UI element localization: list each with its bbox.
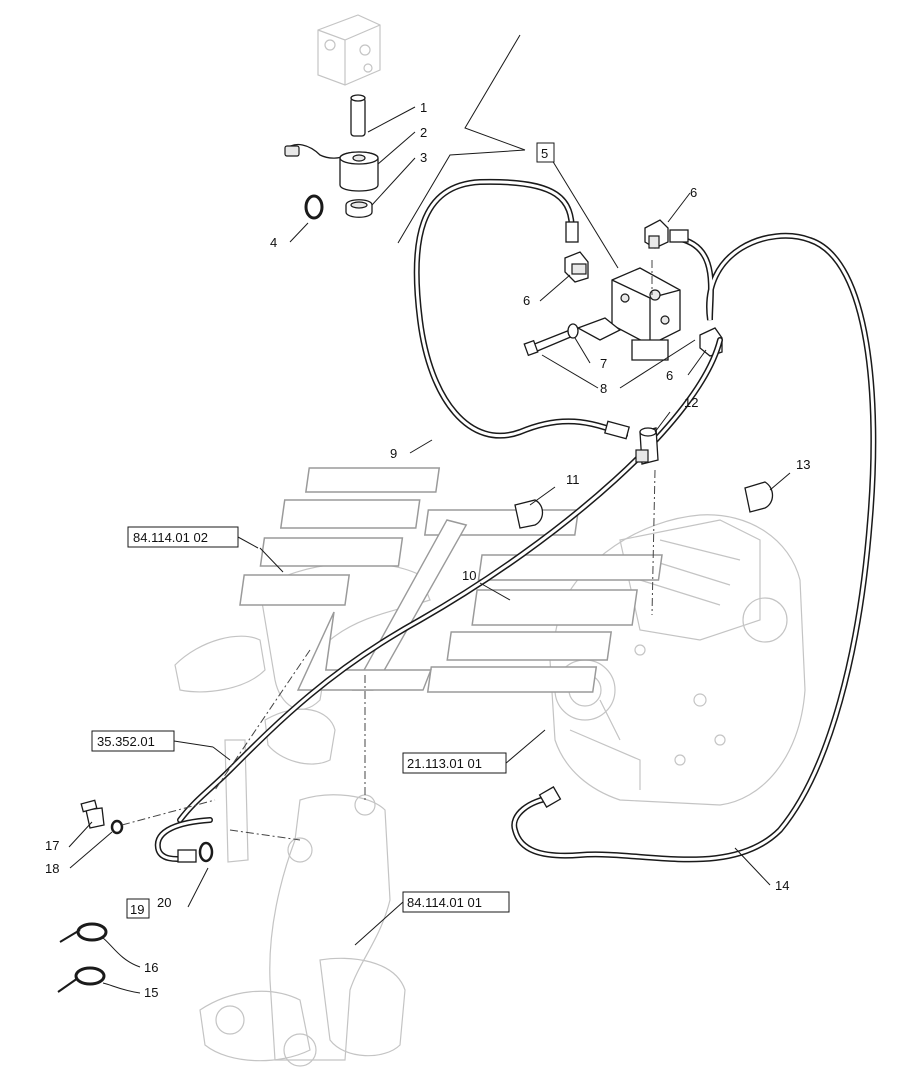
callout-20: 20 — [157, 895, 171, 910]
o-ring-part-4 — [304, 194, 324, 220]
pin-part-1 — [350, 94, 366, 137]
elbow-fitting-part-6a — [644, 219, 669, 249]
callout-13: 13 — [796, 457, 810, 472]
watermark-logo — [239, 467, 663, 693]
bolt-part-8 — [523, 329, 574, 357]
callout-2: 2 — [420, 125, 427, 140]
callout-6-right: 6 — [666, 368, 673, 383]
callout-1: 1 — [420, 100, 427, 115]
callout-16: 16 — [144, 960, 158, 975]
solenoid-coil-part-2 — [284, 143, 379, 192]
callout-10: 10 — [462, 568, 476, 583]
hose-part-9 — [413, 178, 630, 440]
reference-21-113-01-01: 21.113.01 01 — [407, 756, 482, 771]
callout-4: 4 — [270, 235, 277, 250]
callout-18: 18 — [45, 861, 59, 876]
washer-part-18 — [110, 819, 124, 835]
callout-5-box — [536, 142, 555, 163]
callout-6-left: 6 — [523, 293, 530, 308]
cable-tie-part-16 — [59, 922, 108, 943]
callout-17: 17 — [45, 838, 59, 853]
clamp-part-13 — [744, 481, 774, 513]
top-leader-lines — [397, 34, 526, 244]
tee-fitting-part-12 — [635, 427, 659, 465]
callout-5: 5 — [541, 146, 548, 161]
reference-84-114-01-02: 84.114.01 02 — [133, 530, 208, 545]
bolt-part-17 — [80, 799, 105, 829]
callout-leaders — [68, 106, 791, 994]
callout-7: 7 — [600, 356, 607, 371]
reference-84-114-01-01: 84.114.01 01 — [407, 895, 482, 910]
callout-19-box — [126, 898, 150, 919]
callout-8: 8 — [600, 381, 607, 396]
elbow-fitting-part-6b — [564, 251, 589, 283]
reference-35-352-01: 35.352.01 — [97, 734, 155, 749]
valve-block-part-5 — [576, 267, 681, 361]
washer-part-7 — [567, 323, 579, 339]
hose-fitting-lower-left — [154, 817, 214, 863]
callout-3: 3 — [420, 150, 427, 165]
valve-block-ghost — [317, 14, 381, 86]
callout-9: 9 — [390, 446, 397, 461]
callout-12: 12 — [684, 395, 698, 410]
cable-tie-part-15 — [57, 966, 106, 993]
callout-11: 11 — [566, 472, 580, 487]
callout-15: 15 — [144, 985, 158, 1000]
callout-14: 14 — [775, 878, 789, 893]
reference-box-84-114-01-01 — [402, 891, 510, 913]
reference-box-21-113-01-01 — [402, 752, 507, 774]
callout-19: 19 — [130, 902, 144, 917]
callout-numbers: 1 2 3 4 5 6 6 6 7 8 9 10 11 12 13 14 15 … — [45, 100, 810, 1000]
transmission-housing-ghost — [549, 514, 806, 806]
callout-6-top: 6 — [690, 185, 697, 200]
hose-part-14 — [511, 229, 877, 863]
nut-part-3 — [345, 199, 373, 218]
assembly-axis-lines — [121, 260, 656, 841]
reference-boxes: 84.114.01 02 35.352.01 21.113.01 01 84.1… — [91, 526, 510, 913]
